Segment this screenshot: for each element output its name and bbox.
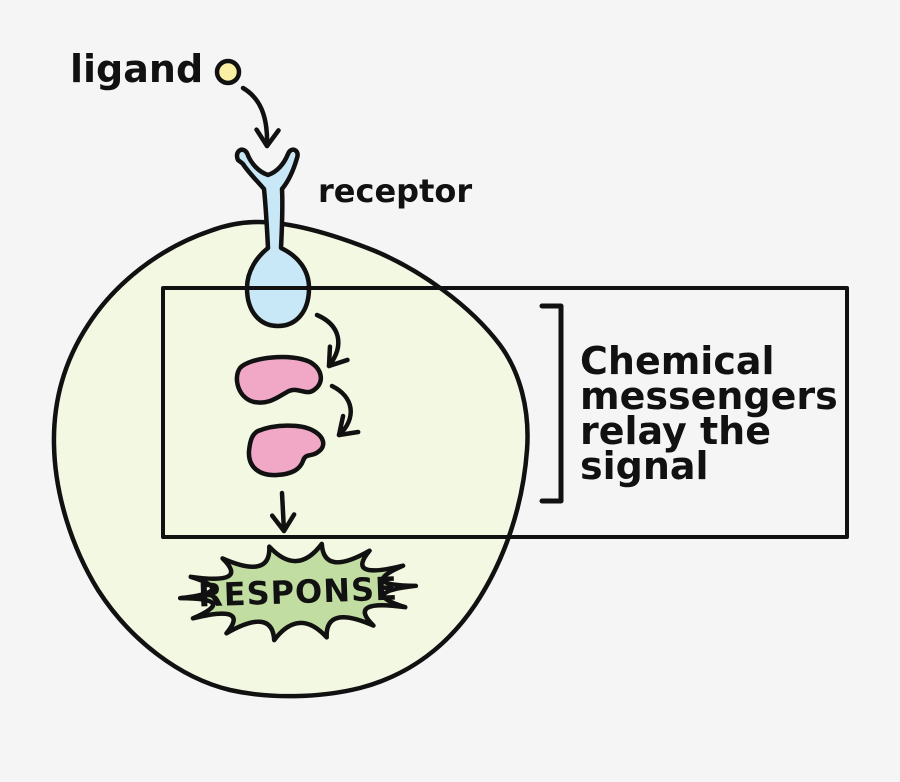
caption-line: Chemical [580,339,775,383]
response-label: RESPONSE [197,570,398,615]
ligand-molecule [214,58,242,86]
caption-bracket [539,303,564,504]
arrow-messenger1-to-messenger2 [329,383,361,438]
caption-line: relay the [580,409,771,453]
receptor-label: receptor [318,172,472,210]
caption-line: messengers [580,374,838,418]
chemical-messenger-2 [246,423,326,478]
caption-line: signal [580,444,709,488]
ligand-label: ligand [70,47,203,91]
chemical-messenger-1 [234,354,323,405]
arrow-ligand-to-receptor [240,85,281,149]
chemical-messengers-box [161,286,849,539]
arrow-to-response [269,490,297,534]
response-burst [177,541,419,643]
receptor-shape [234,147,312,329]
arrow-receptor-to-messenger1 [314,312,350,369]
